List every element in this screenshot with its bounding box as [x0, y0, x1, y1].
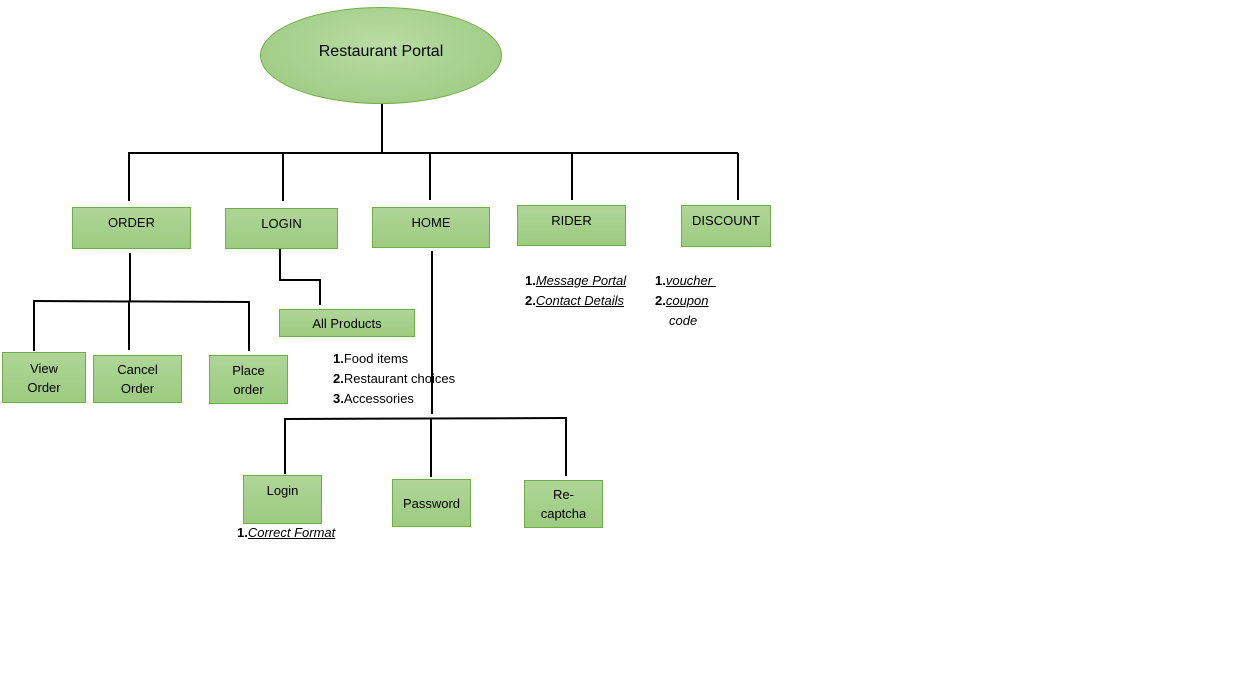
- node-discount: DISCOUNT: [681, 205, 771, 247]
- list-item-continuation: code: [669, 313, 698, 328]
- list-item: 2.Contact Details: [525, 293, 624, 308]
- root-node-label: Restaurant Portal: [318, 42, 444, 60]
- connector-order-bus: [32, 300, 251, 303]
- node-view-order-label-line1: View: [30, 360, 58, 376]
- node-all-products-label: All Products: [312, 315, 382, 331]
- node-order-label: ORDER: [108, 215, 155, 230]
- all-products-list: 1.Food items 2.Restaurant choices 3.Acce…: [333, 349, 455, 409]
- list-item: 1.Message Portal: [525, 273, 627, 288]
- node-place-order-label-line1: Place: [232, 362, 265, 378]
- root-node-restaurant-portal: Restaurant Portal: [260, 7, 502, 104]
- node-password-label: Password: [402, 495, 461, 511]
- node-view-order: View Order: [2, 352, 86, 403]
- list-item: 2.Restaurant choices: [333, 371, 456, 386]
- node-home-login: Login: [243, 475, 322, 524]
- node-cancel-order: Cancel Order: [93, 355, 182, 403]
- list-item: 3.Accessories: [333, 391, 414, 406]
- connector-login-to-products: [279, 249, 321, 305]
- node-place-order: Place order: [209, 355, 288, 404]
- node-recaptcha: Re- captcha: [524, 480, 603, 528]
- list-item: 1.Food items: [333, 351, 409, 366]
- discount-list: 1.voucher 2.coupon code: [655, 271, 716, 331]
- node-all-products: All Products: [279, 309, 415, 337]
- node-cancel-order-label-line2: Order: [120, 381, 155, 396]
- node-discount-label: DISCOUNT: [692, 213, 760, 228]
- node-cancel-order-label-line1: Cancel: [117, 362, 158, 377]
- node-login: LOGIN: [225, 208, 338, 249]
- node-view-order-label-line2: Order: [27, 379, 61, 395]
- node-login-label: LOGIN: [261, 216, 302, 231]
- list-item: 1.Correct Format: [237, 525, 336, 540]
- node-order: ORDER: [72, 207, 191, 249]
- node-recaptcha-label-line2: captcha: [540, 506, 587, 521]
- node-home-login-label: Login: [266, 483, 299, 498]
- rider-list: 1.Message Portal 2.Contact Details: [525, 271, 626, 311]
- connector-home-bus: [283, 417, 568, 420]
- node-rider-label: RIDER: [551, 213, 592, 228]
- node-rider: RIDER: [517, 205, 626, 246]
- list-item: 2.coupon: [655, 293, 709, 308]
- node-password: Password: [392, 479, 471, 527]
- home-login-list: 1.Correct Format: [237, 523, 335, 543]
- node-home-label: HOME: [411, 215, 451, 230]
- node-recaptcha-label-line1: Re-: [553, 487, 574, 502]
- node-place-order-label-line2: order: [233, 381, 264, 397]
- node-home: HOME: [372, 207, 490, 248]
- list-item: 1.voucher: [655, 273, 716, 288]
